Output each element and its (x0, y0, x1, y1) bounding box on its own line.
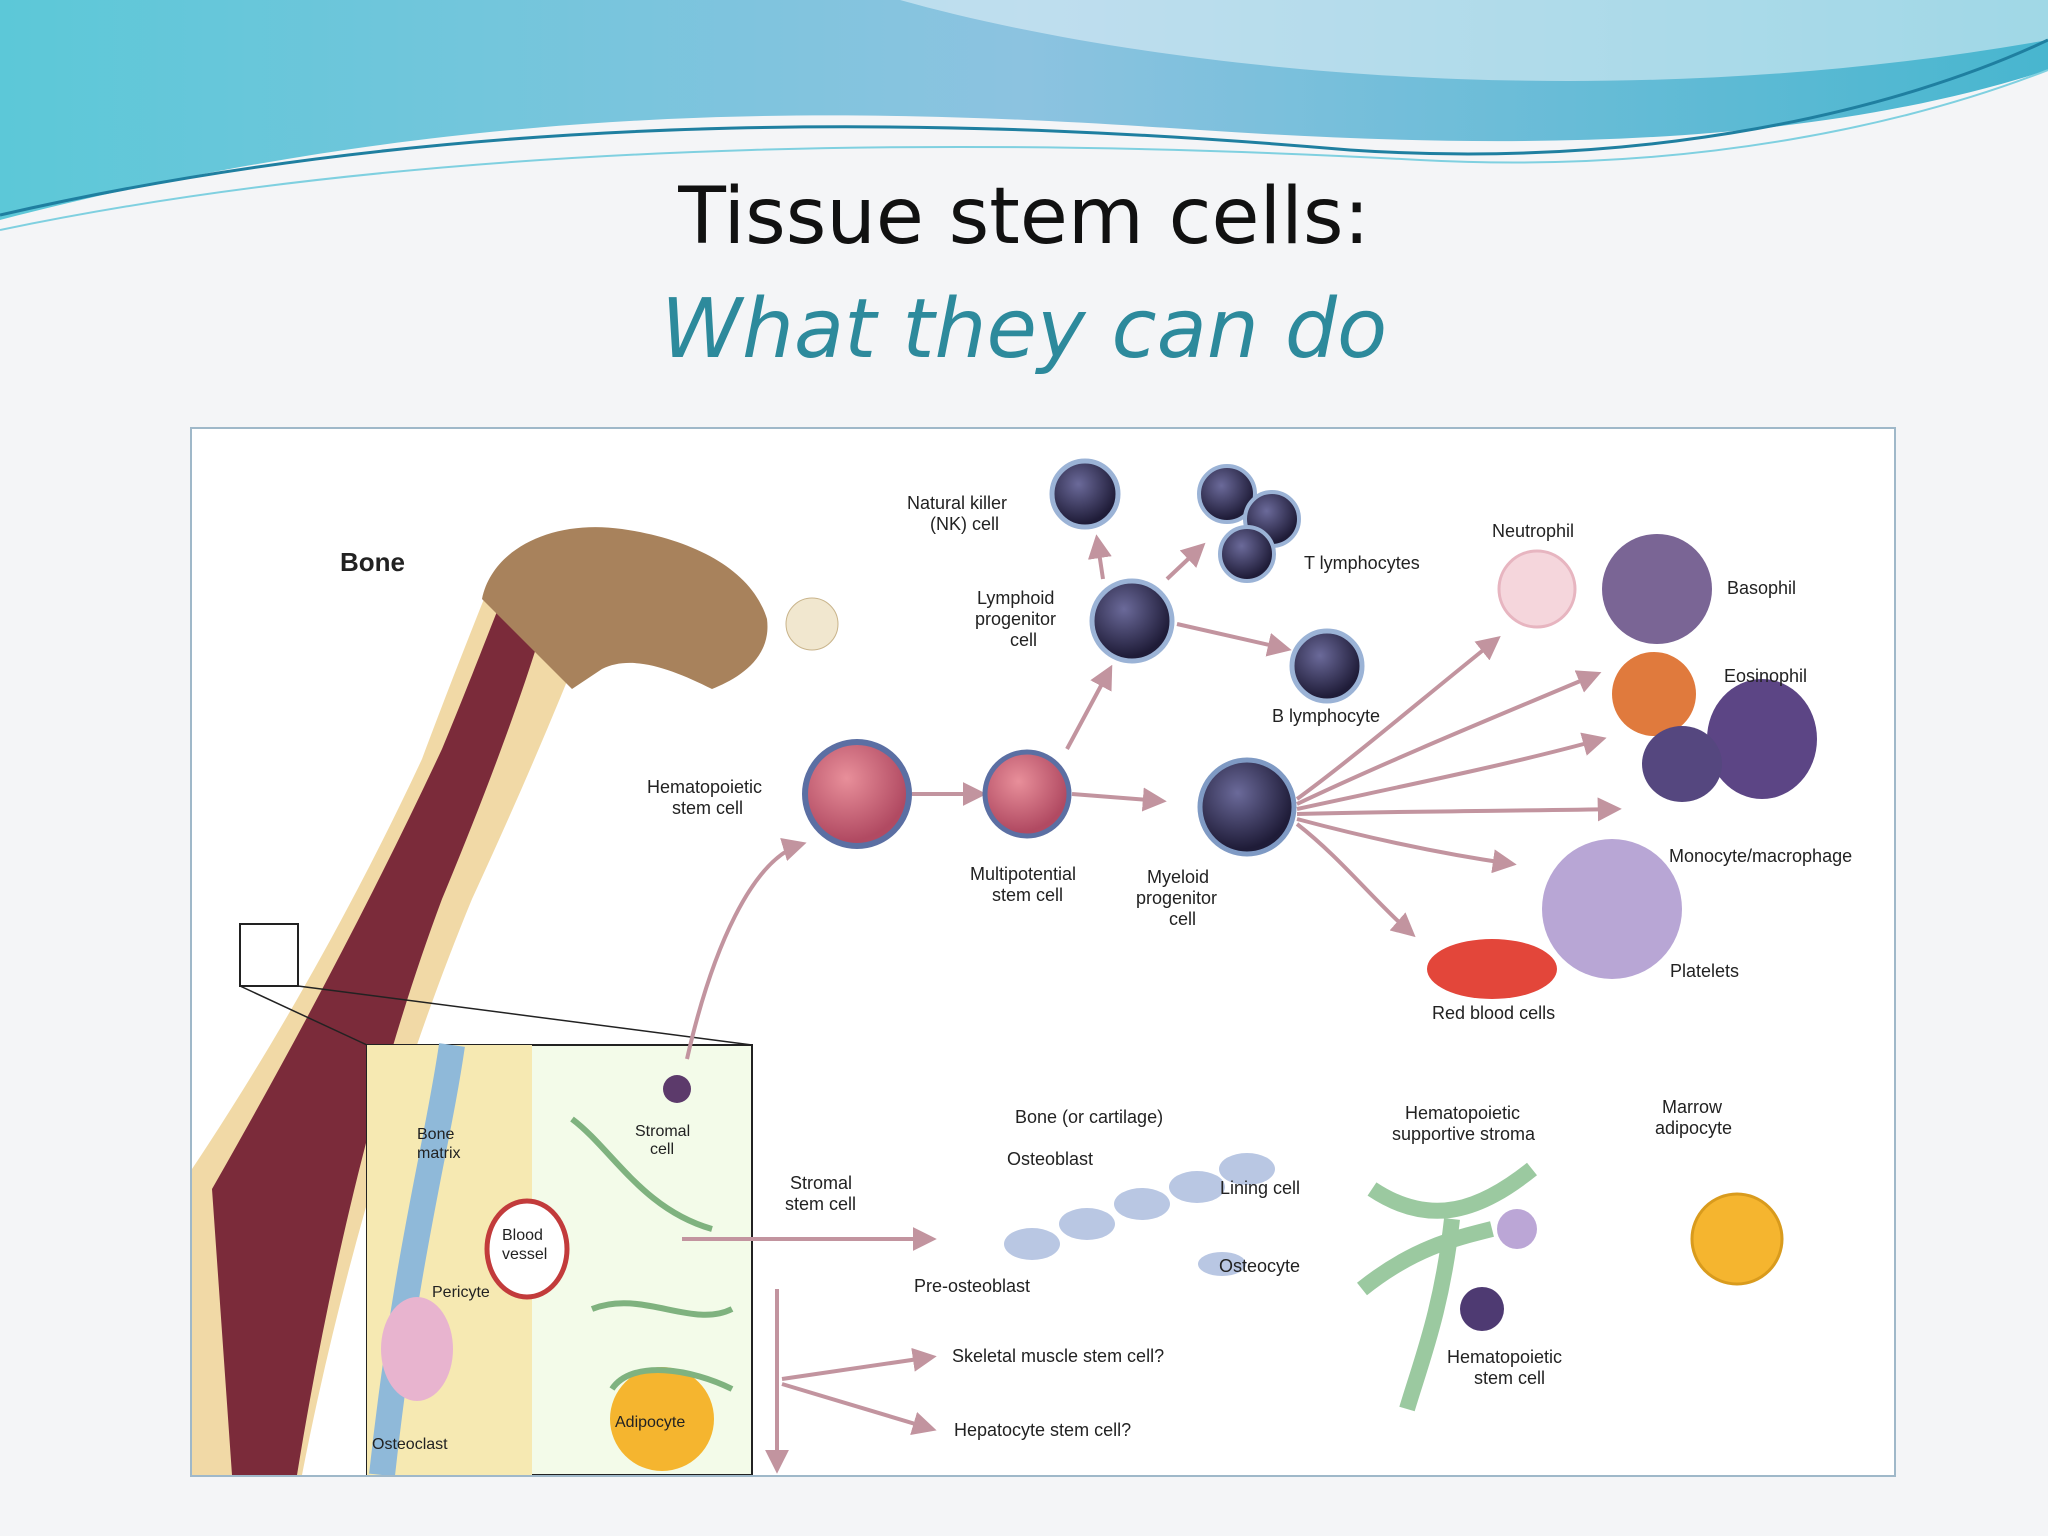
label-marrow-2: adipocyte (1655, 1118, 1732, 1138)
label-basophil: Basophil (1727, 578, 1796, 598)
label-hsc-1: Hematopoietic (647, 777, 762, 797)
label-hss-2: supportive stroma (1392, 1124, 1536, 1144)
inset-label-bone-matrix-2: matrix (417, 1145, 461, 1162)
inset-label-stromal-2: cell (650, 1141, 674, 1158)
label-red-blood-cells: Red blood cells (1432, 1003, 1555, 1023)
label-hsc-small-2: stem cell (1474, 1368, 1545, 1388)
stromal-cells: Stromal stem cell Bone (or cartilage) Os… (785, 1097, 1784, 1440)
differentiation-arrows (682, 534, 1622, 1474)
label-marrow-1: Marrow (1662, 1097, 1723, 1117)
label-lymphoid-1: Lymphoid (977, 588, 1054, 608)
marrow-inset: Bone matrix Stromal cell Blood vessel Pe… (366, 1043, 753, 1475)
inset-label-stromal-1: Stromal (635, 1123, 690, 1140)
inset-label-adipocyte: Adipocyte (615, 1414, 685, 1431)
zoom-box (239, 923, 299, 987)
label-myeloid-3: cell (1169, 909, 1196, 929)
inset-label-bone-matrix-1: Bone (417, 1126, 454, 1143)
label-hepatocyte: Hepatocyte stem cell? (954, 1420, 1131, 1440)
label-stromal-2: stem cell (785, 1194, 856, 1214)
label-neutrophil: Neutrophil (1492, 521, 1574, 541)
label-myeloid-2: progenitor (1136, 888, 1217, 908)
label-nk-2: (NK) cell (930, 514, 999, 534)
blood-cells: Natural killer (NK) cell Lymphoid progen… (647, 458, 1852, 1023)
label-nk-1: Natural killer (907, 493, 1007, 513)
label-bone-cartilage: Bone (or cartilage) (1015, 1107, 1163, 1127)
label-hsc-2: stem cell (672, 798, 743, 818)
slide-title: Tissue stem cells: (678, 172, 1370, 262)
label-osteocyte: Osteocyte (1219, 1256, 1300, 1276)
label-multipotent-1: Multipotential (970, 864, 1076, 884)
label-osteoblast: Osteoblast (1007, 1149, 1093, 1169)
inset-label-pericyte: Pericyte (432, 1284, 490, 1301)
label-hss-1: Hematopoietic (1405, 1103, 1520, 1123)
label-b-lymphocyte: B lymphocyte (1272, 706, 1380, 726)
slide-subtitle: What they can do (660, 282, 1388, 377)
bone-illustration: Bone (192, 527, 839, 1475)
label-lining-cell: Lining cell (1220, 1178, 1300, 1198)
inset-label-blood-1: Blood (502, 1227, 543, 1244)
label-lymphoid-2: progenitor (975, 609, 1056, 629)
label-myeloid-1: Myeloid (1147, 867, 1209, 887)
label-bone: Bone (340, 547, 405, 577)
label-monocyte: Monocyte/macrophage (1669, 846, 1852, 866)
label-t-lymphocytes: T lymphocytes (1304, 553, 1420, 573)
stem-cell-diagram: Bone Bone matrix Stromal cell Blood vess… (190, 427, 1896, 1477)
label-platelets: Platelets (1670, 961, 1739, 981)
inset-label-blood-2: vessel (502, 1246, 547, 1263)
label-hsc-small-1: Hematopoietic (1447, 1347, 1562, 1367)
label-multipotent-2: stem cell (992, 885, 1063, 905)
label-stromal-1: Stromal (790, 1173, 852, 1193)
inset-label-osteoclast: Osteoclast (372, 1436, 448, 1453)
label-lymphoid-3: cell (1010, 630, 1037, 650)
header-wave-decoration (0, 0, 2048, 231)
label-pre-osteoblast: Pre-osteoblast (914, 1276, 1030, 1296)
diagram-canvas: Bone Bone matrix Stromal cell Blood vess… (192, 458, 1852, 1475)
label-eosinophil: Eosinophil (1724, 666, 1807, 686)
label-skeletal-muscle: Skeletal muscle stem cell? (952, 1346, 1164, 1366)
